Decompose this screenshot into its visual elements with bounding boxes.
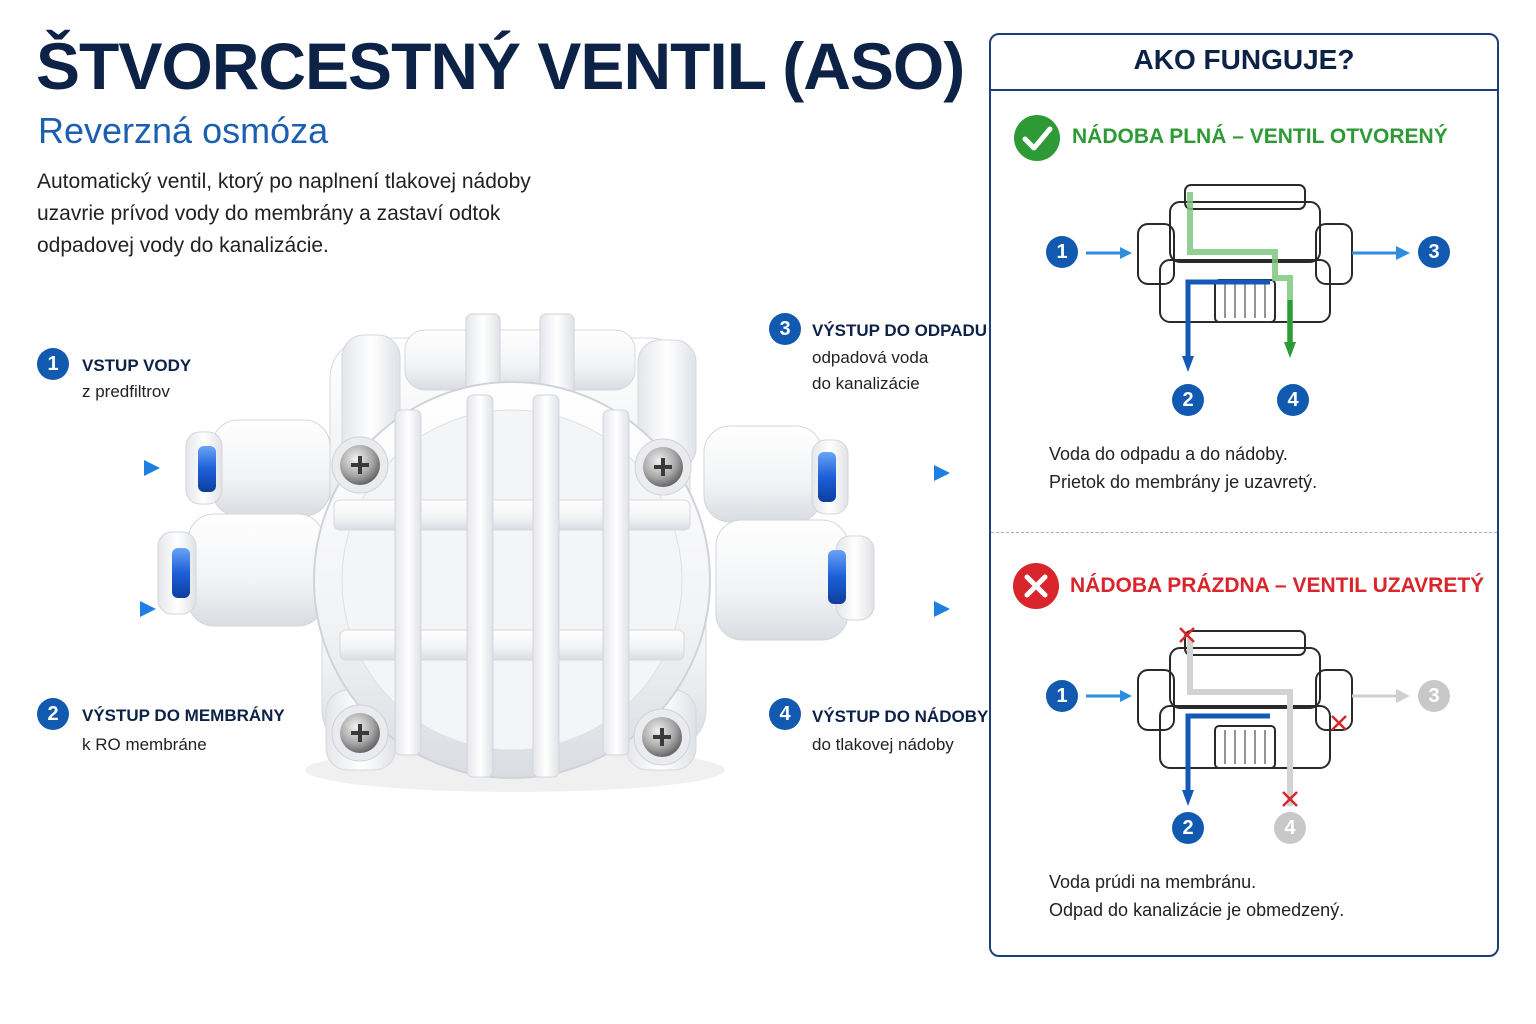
port-2-subtitle: k RO membráne (82, 735, 207, 754)
open-label-3: 3 (1418, 236, 1450, 268)
port-2-badge: 2 (37, 698, 69, 730)
screw (633, 708, 691, 766)
port-3-badge: 3 (769, 313, 801, 345)
arrow-outlet-4 (872, 601, 950, 617)
open-label-4: 4 (1277, 384, 1309, 416)
description-line-3: odpadovej vody do kanalizácie. (37, 234, 329, 257)
screw (331, 436, 389, 494)
open-label-2: 2 (1172, 384, 1204, 416)
port-4-subtitle: do tlakovej nádoby (812, 735, 954, 754)
arrow-inlet-1 (80, 460, 160, 476)
closed-label-4: 4 (1274, 812, 1306, 844)
state-full-text-2: Prietok do membrány je uzavretý. (1049, 472, 1318, 492)
closed-label-2: 2 (1172, 812, 1204, 844)
state-empty-text-2: Odpad do kanalizácie je obmedzený. (1049, 900, 1345, 920)
port-1-subtitle: z predfiltrov (82, 382, 170, 401)
closed-label-1: 1 (1046, 680, 1078, 712)
port-3-subtitle-1: odpadová voda (812, 348, 929, 367)
port-1-title: VSTUP VODY (82, 356, 192, 375)
check-icon (1014, 115, 1060, 161)
schematic-closed (1086, 627, 1410, 807)
cross-icon (1013, 563, 1059, 609)
description-line-1: Automatický ventil, ktorý po naplnení tl… (37, 170, 531, 193)
port-3-subtitle-2: do kanalizácie (812, 374, 920, 393)
arrow-inlet-2 (80, 601, 156, 617)
port-4-badge: 4 (769, 698, 801, 730)
port-2-title: VÝSTUP DO MEMBRÁNY (82, 706, 285, 725)
screw (331, 704, 389, 762)
panel-title: AKO FUNGUJE? (1133, 44, 1355, 75)
state-full-text-1: Voda do odpadu a do nádoby. (1049, 444, 1288, 464)
arrow-outlet-3 (872, 465, 950, 481)
state-empty-title: NÁDOBA PRÁZDNA – VENTIL UZAVRETÝ (1070, 574, 1485, 597)
state-empty-text-1: Voda prúdi na membránu. (1049, 872, 1257, 892)
closed-label-3: 3 (1418, 680, 1450, 712)
schematic-open-arrows (1086, 246, 1410, 372)
state-full-title: NÁDOBA PLNÁ – VENTIL OTVORENÝ (1072, 125, 1448, 148)
description-line-2: uzavrie prívod vody do membrány a zastav… (37, 202, 501, 225)
port-1-badge: 1 (37, 348, 69, 380)
open-label-1: 1 (1046, 236, 1078, 268)
panel-title-divider (991, 89, 1497, 91)
screw (634, 438, 692, 496)
page-subtitle: Reverzná osmóza (38, 110, 329, 151)
port-3-title: VÝSTUP DO ODPADU (812, 321, 988, 340)
how-it-works-panel (989, 33, 1499, 957)
port-4-title: VÝSTUP DO NÁDOBY (812, 707, 989, 726)
page-title: ŠTVORCESTNÝ VENTIL (ASO) (36, 29, 965, 103)
panel-state-divider (991, 532, 1497, 533)
